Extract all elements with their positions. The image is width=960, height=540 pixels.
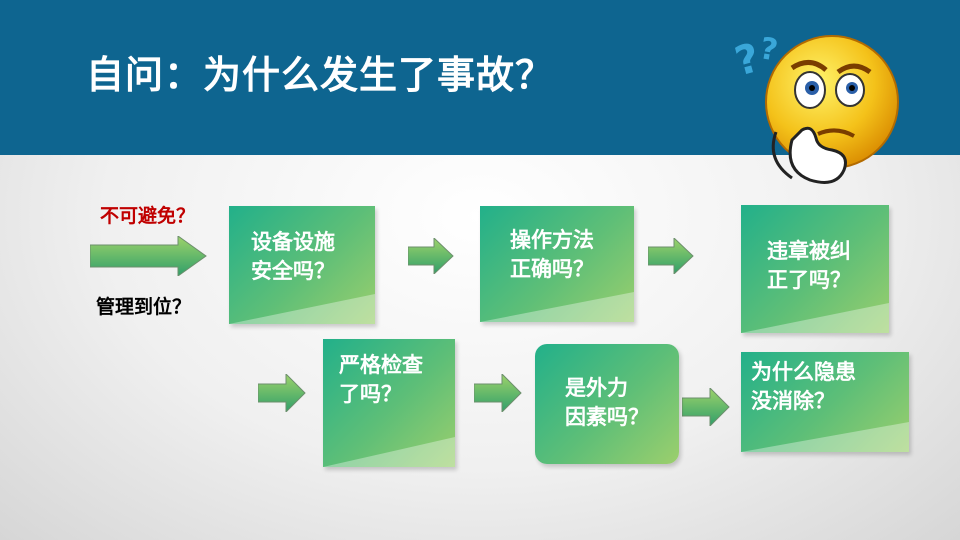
card-violation-corrected: 违章被纠正了吗？ <box>741 205 889 333</box>
card-line2: 正确吗？ <box>510 257 594 281</box>
arrow-right-icon <box>408 238 454 274</box>
card-line1: 为什么隐患 <box>751 360 856 384</box>
svg-text:?: ? <box>757 31 780 68</box>
arrow-right-icon <box>90 236 207 276</box>
card-line2: 安全吗？ <box>251 259 335 283</box>
card-external-force: 是外力因素吗？ <box>535 344 679 464</box>
card-equipment-safety: 设备设施安全吗？ <box>229 206 375 324</box>
arrow-right-icon <box>258 374 306 412</box>
card-line2: 没消除？ <box>751 389 835 413</box>
arrow-right-icon <box>474 374 522 412</box>
unavoidable-label: 不可避免？ <box>100 205 196 227</box>
management-label: 管理到位？ <box>96 296 192 318</box>
card-line1: 操作方法 <box>510 228 594 252</box>
arrow-right-icon <box>648 238 694 274</box>
card-line1: 是外力 <box>565 376 628 400</box>
card-line2: 了吗？ <box>339 382 402 406</box>
card-hazard-not-removed: 为什么隐患没消除？ <box>741 352 909 452</box>
card-line2: 因素吗？ <box>565 405 649 429</box>
thinking-face-icon: ? ? <box>732 31 899 184</box>
arrow-right-icon <box>682 388 730 426</box>
card-line1: 严格检查 <box>339 353 423 377</box>
card-line2: 正了吗？ <box>767 268 851 292</box>
card-operation-method: 操作方法正确吗？ <box>480 206 634 322</box>
card-line1: 违章被纠 <box>767 239 851 263</box>
card-strict-inspection: 严格检查了吗？ <box>323 339 455 467</box>
card-line1: 设备设施 <box>251 230 335 254</box>
page-title: 自问：为什么发生了事故？ <box>86 53 555 97</box>
